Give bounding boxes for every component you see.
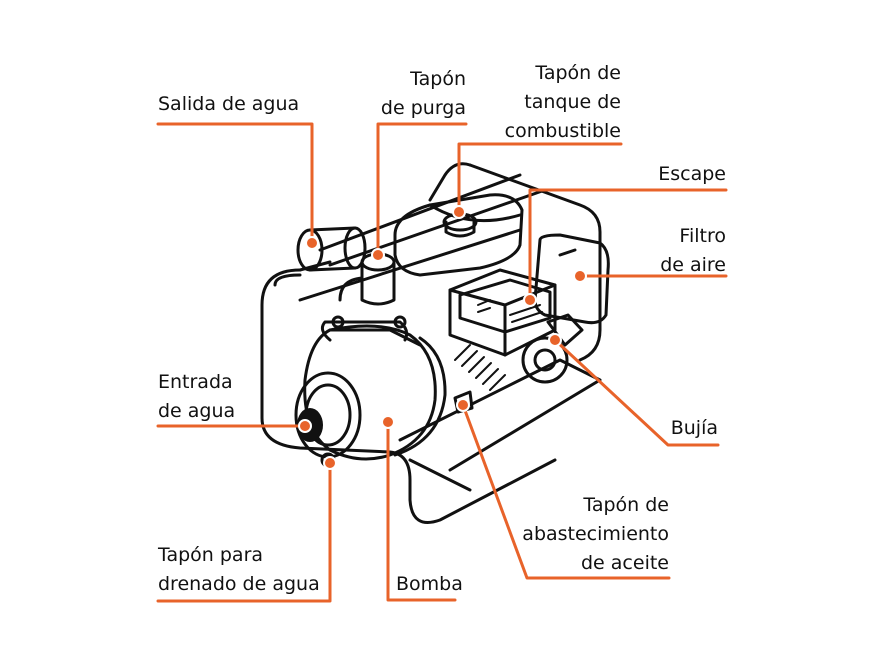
leader-purga bbox=[376, 122, 468, 257]
label-bujia: Bujía bbox=[670, 417, 718, 439]
label-tapon-abastecimiento-aceite: Tapón de abastecimiento de aceite bbox=[522, 494, 669, 574]
label-escape: Escape bbox=[658, 163, 726, 185]
leader-escape bbox=[528, 188, 728, 302]
label-tapon-drenado-agua: Tapón para drenado de agua bbox=[158, 544, 320, 595]
outlet-pipe bbox=[296, 228, 324, 272]
fuel-tank bbox=[393, 193, 524, 277]
leader-salida bbox=[156, 122, 314, 245]
leader-bomba bbox=[386, 420, 457, 602]
frame-base bbox=[398, 358, 602, 472]
label-bomba: Bomba bbox=[396, 573, 463, 595]
label-tapon-de-purga: Tapón de purga bbox=[380, 68, 466, 119]
label-entrada-de-agua: Entrada de agua bbox=[158, 371, 236, 422]
leader-combustible bbox=[457, 142, 623, 214]
label-filtro-de-aire: Filtro de aire bbox=[660, 225, 726, 276]
label-salida-de-agua: Salida de agua bbox=[158, 93, 300, 115]
label-tapon-tanque-combustible: Tapón de tanque de combustible bbox=[504, 62, 621, 142]
leader-bujia bbox=[553, 338, 720, 447]
exhaust bbox=[458, 278, 552, 334]
leader-drenado bbox=[156, 461, 332, 603]
leader-aceite bbox=[461, 403, 671, 580]
pump-housing bbox=[303, 324, 437, 461]
air-filter bbox=[533, 233, 610, 325]
frame-back bbox=[468, 163, 602, 362]
